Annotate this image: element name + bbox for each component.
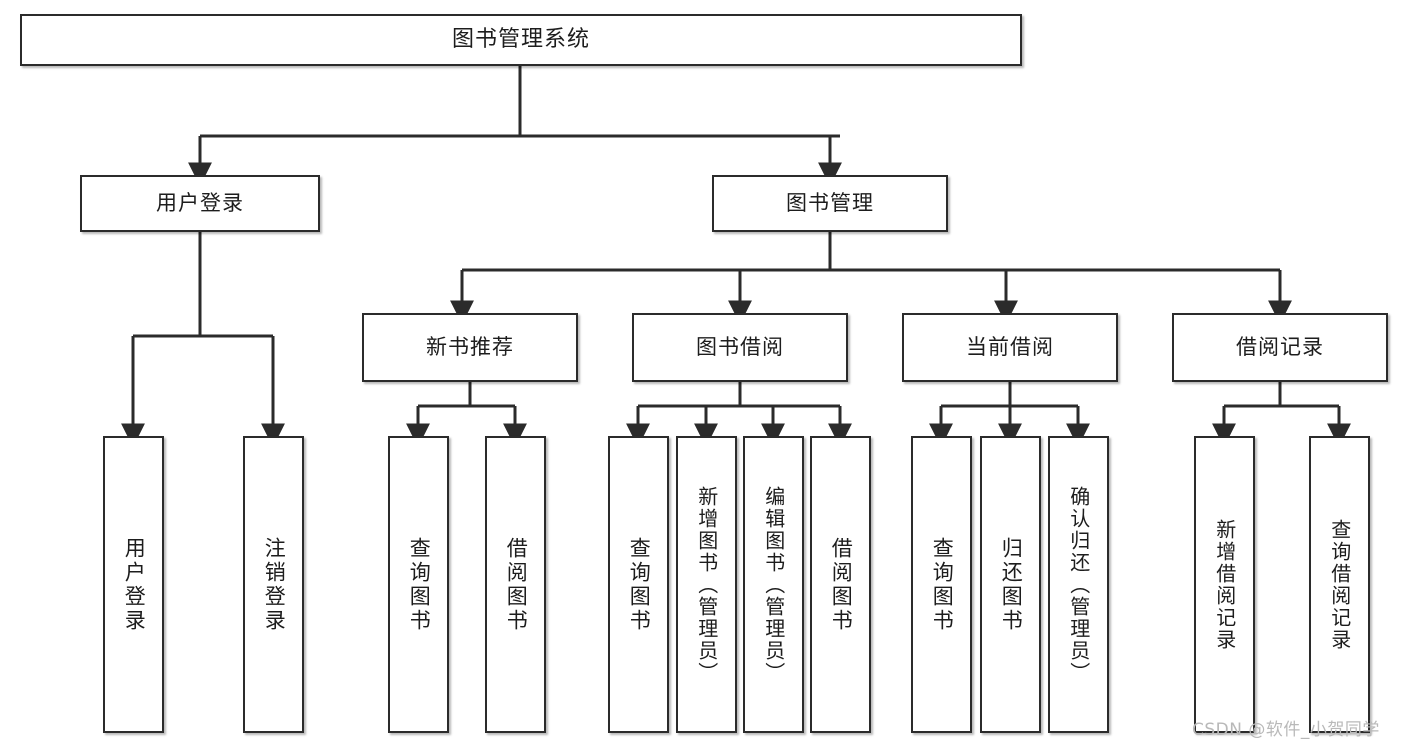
node-label: 编辑图书（管理员） bbox=[761, 485, 786, 684]
node-new-book-recommend[interactable]: 新书推荐 bbox=[362, 313, 578, 382]
leaf-current-query-book[interactable]: 查询图书 bbox=[911, 436, 972, 733]
node-label: 图书管理 bbox=[786, 191, 874, 216]
node-label: 确认归还（管理员） bbox=[1066, 485, 1091, 684]
node-label: 当前借阅 bbox=[966, 335, 1054, 360]
leaf-record-add-record[interactable]: 新增借阅记录 bbox=[1194, 436, 1255, 733]
node-label: 新增借阅记录 bbox=[1212, 518, 1237, 651]
leaf-borrow-borrow-book[interactable]: 借阅图书 bbox=[810, 436, 871, 733]
node-book-management[interactable]: 图书管理 bbox=[712, 175, 948, 232]
leaf-current-return-book[interactable]: 归还图书 bbox=[980, 436, 1041, 733]
node-label: 查询图书 bbox=[627, 536, 652, 633]
node-label: 查询借阅记录 bbox=[1327, 518, 1352, 651]
node-book-borrow[interactable]: 图书借阅 bbox=[632, 313, 848, 382]
leaf-borrow-add-book-admin[interactable]: 新增图书（管理员） bbox=[676, 436, 737, 733]
node-label: 查询图书 bbox=[930, 536, 955, 633]
node-label: 查询图书 bbox=[407, 536, 432, 633]
node-label: 借阅图书 bbox=[504, 536, 529, 633]
node-label: 注销登录 bbox=[262, 536, 287, 633]
node-root-library-system[interactable]: 图书管理系统 bbox=[20, 14, 1022, 66]
node-label: 图书管理系统 bbox=[451, 27, 590, 53]
leaf-current-confirm-return-admin[interactable]: 确认归还（管理员） bbox=[1048, 436, 1109, 733]
leaf-new-book-borrow[interactable]: 借阅图书 bbox=[485, 436, 546, 733]
leaf-borrow-edit-book-admin[interactable]: 编辑图书（管理员） bbox=[743, 436, 804, 733]
node-user-login[interactable]: 用户登录 bbox=[80, 175, 320, 232]
leaf-user-login-signin[interactable]: 用户登录 bbox=[103, 436, 164, 733]
node-label: 借阅记录 bbox=[1236, 335, 1324, 360]
leaf-borrow-query-book[interactable]: 查询图书 bbox=[608, 436, 669, 733]
node-current-borrow[interactable]: 当前借阅 bbox=[902, 313, 1118, 382]
node-label: 归还图书 bbox=[999, 536, 1024, 633]
node-label: 借阅图书 bbox=[829, 536, 854, 633]
node-label: 新书推荐 bbox=[426, 335, 514, 360]
leaf-record-query-record[interactable]: 查询借阅记录 bbox=[1309, 436, 1370, 733]
csdn-watermark: CSDN @软件_小贺同学 bbox=[1192, 720, 1380, 740]
node-label: 新增图书（管理员） bbox=[694, 485, 719, 684]
node-label: 用户登录 bbox=[156, 191, 244, 216]
node-borrow-record[interactable]: 借阅记录 bbox=[1172, 313, 1388, 382]
node-label: 图书借阅 bbox=[696, 335, 784, 360]
leaf-user-login-signout[interactable]: 注销登录 bbox=[243, 436, 304, 733]
node-label: 用户登录 bbox=[122, 536, 147, 633]
leaf-new-book-query[interactable]: 查询图书 bbox=[388, 436, 449, 733]
